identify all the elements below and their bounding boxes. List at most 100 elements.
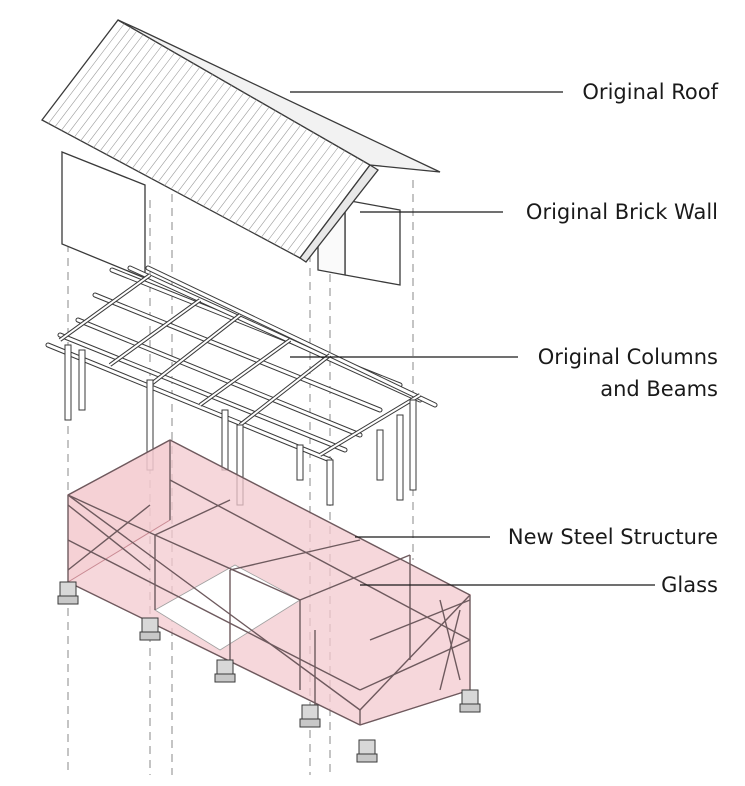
roof-rib <box>261 143 333 238</box>
steel-member <box>439 609 461 691</box>
steel-member <box>169 439 471 596</box>
roof-rib <box>48 23 125 124</box>
steel-member <box>67 504 151 571</box>
roof-rib <box>196 106 270 203</box>
footing-base <box>139 631 161 641</box>
post <box>396 414 404 501</box>
post <box>64 344 72 421</box>
roof-rib <box>132 70 207 169</box>
footing <box>301 704 319 720</box>
post <box>376 429 384 481</box>
steel-member <box>229 539 361 571</box>
roof-rib <box>112 59 188 159</box>
footing-base <box>214 673 236 683</box>
post <box>78 349 86 411</box>
label-original-roof: Original Roof <box>582 80 718 104</box>
label-original-brick-wall: Original Brick Wall <box>525 200 718 224</box>
roof-rib <box>286 157 358 252</box>
post <box>326 459 334 506</box>
roof-rib <box>222 121 295 217</box>
steel-member <box>154 534 301 601</box>
roof-rib <box>228 124 301 221</box>
roof-rib <box>267 146 339 241</box>
roof-rib <box>280 153 352 248</box>
cross-beam-fill <box>319 394 421 456</box>
beam-fill <box>128 266 422 402</box>
footings <box>57 581 481 763</box>
footing <box>216 659 234 675</box>
leader-lines <box>290 91 655 586</box>
roof-rib <box>106 56 182 155</box>
beam-fill <box>58 333 347 452</box>
roof-rib <box>170 92 245 190</box>
roof-rib <box>144 77 220 176</box>
footing <box>59 581 77 597</box>
footing-base <box>299 718 321 728</box>
roof-rib <box>61 30 138 131</box>
steel-member <box>67 439 171 496</box>
roof-rib <box>293 161 364 255</box>
roof-rib <box>151 81 226 179</box>
footing <box>141 617 159 633</box>
steel-member <box>154 499 231 536</box>
roof-rib <box>80 41 157 141</box>
roof-rib <box>241 132 314 228</box>
roof-rib <box>99 52 175 152</box>
steel-member <box>299 554 411 601</box>
post <box>409 399 417 491</box>
roof-rib <box>177 95 251 193</box>
footing <box>461 689 479 705</box>
roof-ribs <box>48 23 364 255</box>
beam-fill <box>76 318 362 437</box>
roof-rib <box>157 85 232 183</box>
steel-member <box>359 689 471 726</box>
beam-fill <box>93 293 382 412</box>
footing <box>358 739 376 755</box>
roof <box>41 19 441 263</box>
cross-beam-fill <box>59 274 151 341</box>
roof-rib <box>190 103 264 200</box>
steel-member <box>67 539 361 691</box>
beam-fill <box>46 343 332 462</box>
cross-beam-fill <box>199 339 291 406</box>
post <box>296 444 304 481</box>
roof-rib <box>164 88 238 186</box>
footing-base <box>57 595 79 605</box>
roof-rib <box>74 37 150 138</box>
roof-rib <box>67 34 144 134</box>
roof-rib <box>138 74 213 172</box>
roof-rib <box>273 150 346 245</box>
steel-member <box>369 599 471 641</box>
label-new-steel-structure: New Steel Structure <box>507 525 718 549</box>
footing-base <box>356 753 378 763</box>
roof-rib <box>54 27 131 128</box>
label-glass: Glass <box>661 573 718 597</box>
steel-member <box>169 479 471 641</box>
roof-rib <box>209 114 283 210</box>
roof-rib <box>93 48 169 148</box>
steel-member <box>359 594 471 711</box>
steel-member <box>67 494 156 536</box>
roof-rib <box>86 45 163 145</box>
beam-fill <box>146 266 437 407</box>
roof-rib <box>215 117 289 214</box>
steel-member <box>439 599 461 681</box>
roof-rib <box>183 99 257 197</box>
label-original-columns: Original Columns <box>537 345 718 369</box>
roof-rib <box>125 66 201 166</box>
roof-rib <box>119 63 194 162</box>
cross-beam-fill <box>109 299 201 366</box>
label-and-beams: and Beams <box>600 377 718 401</box>
roof-rib <box>254 139 327 235</box>
roof-rib <box>248 135 320 231</box>
steel-structure <box>67 439 471 726</box>
columns-and-beams <box>45 265 438 506</box>
roof-rib <box>203 110 276 207</box>
footing-base <box>459 703 481 713</box>
steel-member <box>67 581 361 726</box>
post <box>221 409 229 471</box>
roof-rib <box>235 128 308 224</box>
cross-beam-fill <box>239 354 331 426</box>
